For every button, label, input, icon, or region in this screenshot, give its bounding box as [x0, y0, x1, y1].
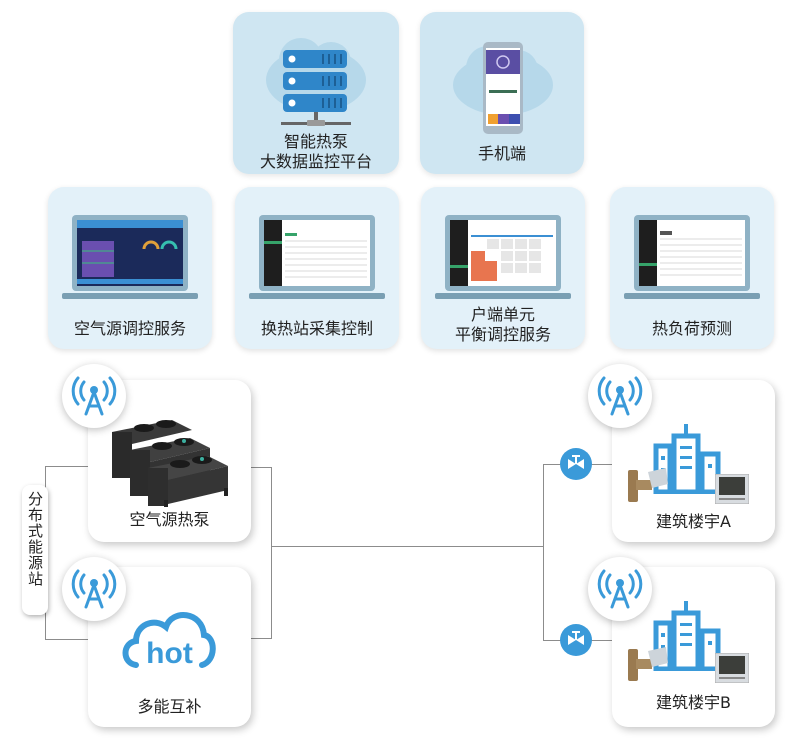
wireless-tower-icon [597, 376, 643, 416]
connector-right-top [250, 467, 272, 468]
valve-icon [568, 455, 584, 469]
thermostat-icon [715, 474, 749, 504]
device-label-multi-energy: 多能互补 [137, 697, 202, 716]
big-data-platform-label-2: 大数据监控平台 [259, 152, 372, 171]
grid-laptop-icon [435, 215, 571, 299]
table-laptop-icon [249, 215, 385, 299]
connector-left-bottom [45, 639, 89, 640]
big-data-platform-card[interactable]: 智能热泵 大数据监控平台 [233, 12, 399, 174]
antenna-badge-heat-pump [62, 364, 126, 428]
device-card-heat-pump[interactable]: 空气源热泵 [88, 380, 251, 542]
connector-right-vertical [271, 467, 272, 639]
list-laptop-icon [624, 215, 760, 299]
wireless-tower-icon [597, 569, 643, 609]
building-label-a: 建筑楼宇A [656, 512, 731, 531]
building-icon [653, 601, 721, 671]
energy-station-tag: 分布式能源站 [22, 485, 48, 615]
energy-station-tag-text: 分布式能源站 [26, 491, 44, 587]
server-cloud-icon [266, 38, 366, 126]
connector-left-top [45, 466, 89, 467]
service-card-unit-balance[interactable]: 户端单元 平衡调控服务 [421, 187, 585, 349]
antenna-badge-building-b [588, 557, 652, 621]
antenna-badge-multi-energy [62, 557, 126, 621]
connector-main-horizontal [271, 546, 544, 547]
dashboard-laptop-icon [62, 215, 198, 299]
valve-badge-building-b [560, 624, 592, 656]
service-card-heat-exchange[interactable]: 换热站采集控制 [235, 187, 399, 349]
building-card-a[interactable]: 建筑楼宇A [612, 380, 775, 542]
antenna-badge-building-a [588, 364, 652, 428]
thermostat-icon [715, 653, 749, 683]
service-label-air-source: 空气源调控服务 [73, 319, 186, 338]
hot-cloud-icon [122, 612, 216, 668]
valve-icon [568, 631, 584, 645]
service-card-air-source[interactable]: 空气源调控服务 [48, 187, 212, 349]
connector-right-bottom [250, 638, 272, 639]
valve-fitting-icon [628, 468, 668, 502]
hot-cloud-text: hot [146, 637, 193, 670]
service-label-unit-balance-1: 户端单元 [470, 305, 535, 324]
building-icon [653, 424, 721, 494]
building-label-b: 建筑楼宇B [656, 693, 731, 712]
service-card-heat-load[interactable]: 热负荷预测 [610, 187, 774, 349]
wireless-tower-icon [71, 376, 117, 416]
mobile-label: 手机端 [477, 144, 526, 163]
mobile-card[interactable]: 手机端 [420, 12, 584, 174]
service-label-heat-exchange: 换热站采集控制 [260, 319, 373, 338]
service-label-heat-load: 热负荷预测 [651, 319, 732, 338]
big-data-platform-label-1: 智能热泵 [283, 132, 348, 151]
wireless-tower-icon [71, 569, 117, 609]
smartphone-cloud-icon [453, 42, 553, 134]
valve-badge-building-a [560, 448, 592, 480]
device-label-heat-pump: 空气源热泵 [129, 510, 210, 529]
service-label-unit-balance-2: 平衡调控服务 [454, 325, 551, 344]
heat-pump-units-icon [112, 420, 228, 507]
valve-fitting-icon [628, 647, 668, 681]
connector-building-vertical [543, 464, 544, 641]
